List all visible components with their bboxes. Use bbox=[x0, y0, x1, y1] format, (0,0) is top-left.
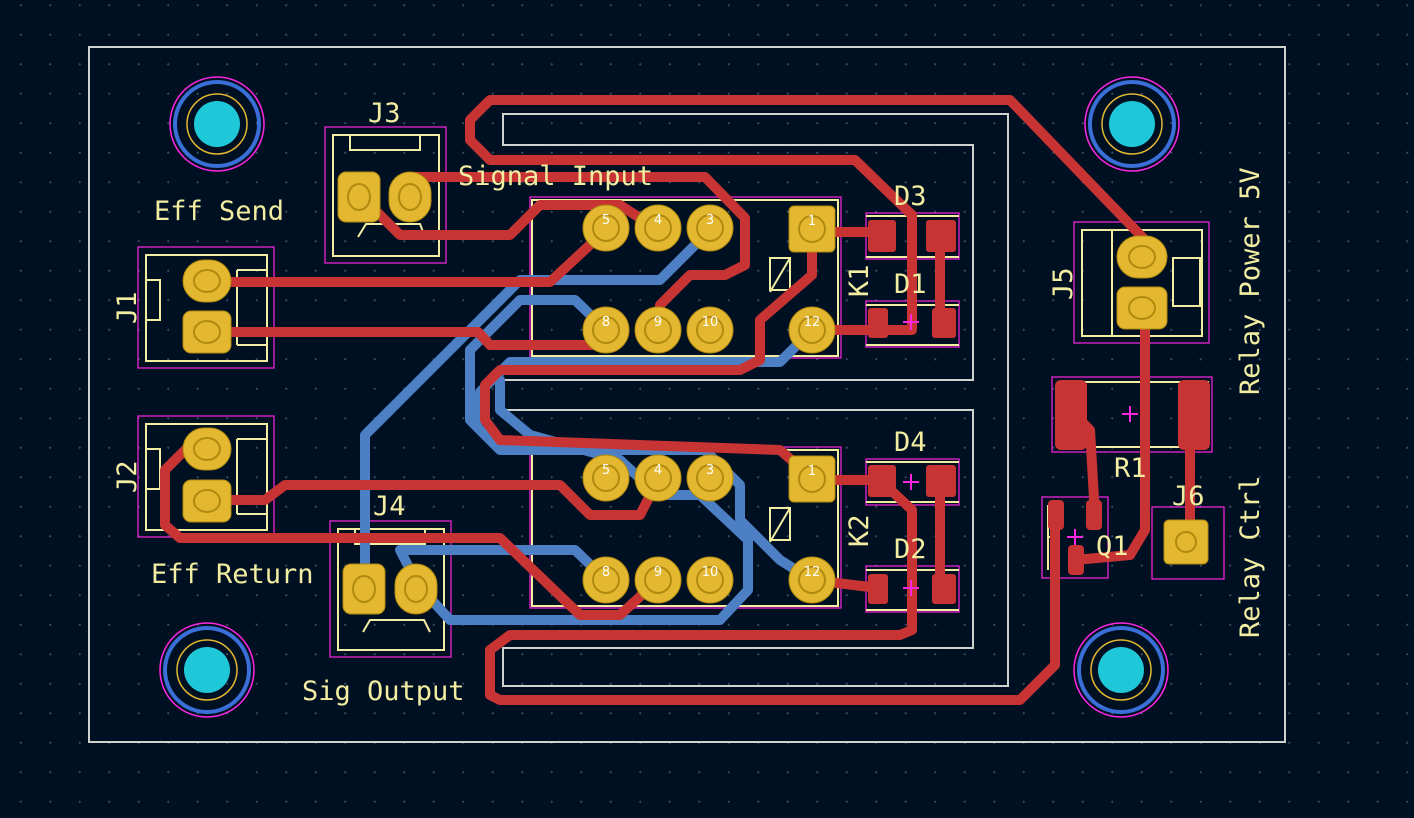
label-relay-power: Relay Power 5V bbox=[1235, 167, 1266, 395]
label-relay-ctrl: Relay Ctrl bbox=[1235, 475, 1266, 638]
board-outline bbox=[88, 46, 1286, 743]
k2-pin-9: 9 bbox=[654, 565, 662, 580]
k2-pin-1: 1 bbox=[808, 464, 816, 479]
ref-d1: D1 bbox=[894, 269, 927, 300]
smd-pads bbox=[868, 220, 1210, 604]
ref-q1: Q1 bbox=[1096, 531, 1129, 562]
silkscreen-text: Eff Send Eff Return Signal Input Sig Out… bbox=[112, 98, 1266, 707]
ref-j6: J6 bbox=[1172, 481, 1205, 512]
ref-j3: J3 bbox=[368, 98, 401, 129]
k1-pin-9: 9 bbox=[654, 315, 662, 330]
ref-j4: J4 bbox=[373, 491, 406, 522]
pad-numbers: 1 5 4 3 8 9 10 12 1 5 4 3 8 9 10 12 bbox=[602, 213, 820, 580]
ref-r1: R1 bbox=[1114, 453, 1147, 484]
ref-d4: D4 bbox=[894, 427, 927, 458]
k1-pin-3: 3 bbox=[706, 213, 714, 228]
k1-pin-5: 5 bbox=[602, 213, 610, 228]
mounting-holes bbox=[159, 76, 1180, 718]
k2-pin-3: 3 bbox=[706, 463, 714, 478]
k2-pin-10: 10 bbox=[702, 565, 719, 580]
k2-pin-4: 4 bbox=[654, 463, 662, 478]
label-eff-send: Eff Send bbox=[154, 196, 284, 227]
ref-k1: K1 bbox=[844, 264, 875, 297]
k1-pin-8: 8 bbox=[602, 315, 610, 330]
ref-d3: D3 bbox=[894, 181, 927, 212]
ref-k2: K2 bbox=[844, 514, 875, 547]
mounting-hole-bottom-left bbox=[159, 622, 255, 718]
back-copper bbox=[360, 225, 817, 625]
part-centers bbox=[903, 314, 1138, 596]
label-sig-output: Sig Output bbox=[302, 676, 465, 707]
ref-j1: J1 bbox=[112, 291, 143, 324]
inner-cutout-1 bbox=[502, 113, 1009, 687]
connector-pads bbox=[182, 171, 1209, 615]
label-signal-input: Signal Input bbox=[458, 161, 653, 192]
k1-pin-1: 1 bbox=[808, 214, 816, 229]
k1-pin-10: 10 bbox=[702, 315, 719, 330]
k1-pin-4: 4 bbox=[654, 213, 662, 228]
front-copper bbox=[160, 95, 1195, 705]
ref-j5: J5 bbox=[1048, 267, 1079, 300]
label-eff-return: Eff Return bbox=[151, 559, 314, 590]
k2-pin-5: 5 bbox=[602, 463, 610, 478]
mounting-hole-top-left bbox=[169, 76, 265, 172]
relay-pads bbox=[582, 204, 836, 604]
mounting-hole-top-right bbox=[1084, 76, 1180, 172]
ref-j2: J2 bbox=[112, 460, 143, 493]
ref-d2: D2 bbox=[894, 534, 927, 565]
k1-pin-12: 12 bbox=[804, 315, 821, 330]
mounting-hole-bottom-right bbox=[1073, 622, 1169, 718]
k2-pin-12: 12 bbox=[804, 565, 821, 580]
k2-pin-8: 8 bbox=[602, 565, 610, 580]
